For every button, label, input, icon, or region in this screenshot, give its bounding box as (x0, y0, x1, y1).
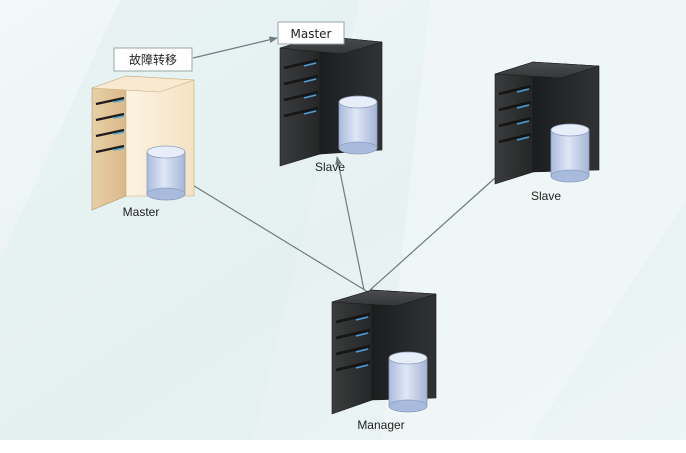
old-master-server (91, 75, 195, 211)
background-highlight (380, 0, 686, 453)
new-master-slave-label: Slave (315, 160, 345, 174)
drive-bays (283, 58, 319, 118)
server-front-panel (279, 35, 321, 167)
database-icon (388, 351, 428, 413)
status-leds (303, 62, 317, 115)
edge-failover-to-master-tag (192, 36, 278, 59)
failover-note-text: 故障转移 (129, 52, 177, 67)
master-tag-box (277, 21, 345, 45)
slave-right-label: Slave (531, 189, 561, 203)
edge-manager-to-new-master (335, 156, 365, 291)
drive-bays (335, 312, 371, 372)
database-icon (338, 95, 378, 155)
background-shade (0, 0, 360, 453)
drive-bays (498, 84, 532, 144)
server-front-panel (91, 75, 127, 211)
master-tag: Master (277, 21, 345, 45)
status-leds (113, 99, 125, 151)
edge-manager-to-slave-right (369, 168, 506, 291)
server-top-panel (331, 289, 437, 307)
status-leds (355, 316, 369, 369)
server-top-panel (494, 61, 600, 79)
failover-note-box (113, 47, 193, 72)
status-leds (516, 88, 530, 141)
database-icon (550, 123, 590, 183)
edges (185, 36, 506, 293)
drive-bays (95, 96, 125, 154)
edge-manager-to-old-master (185, 180, 369, 293)
old-master-label: Master (123, 205, 160, 219)
server-top-panel (91, 75, 195, 93)
bottom-strip (0, 440, 686, 453)
failover-note: 故障转移 (113, 47, 193, 72)
database-icon (146, 145, 186, 201)
manager-label: Manager (357, 418, 404, 432)
master-tag-text: Master (291, 27, 332, 41)
server-front-panel (331, 289, 373, 415)
